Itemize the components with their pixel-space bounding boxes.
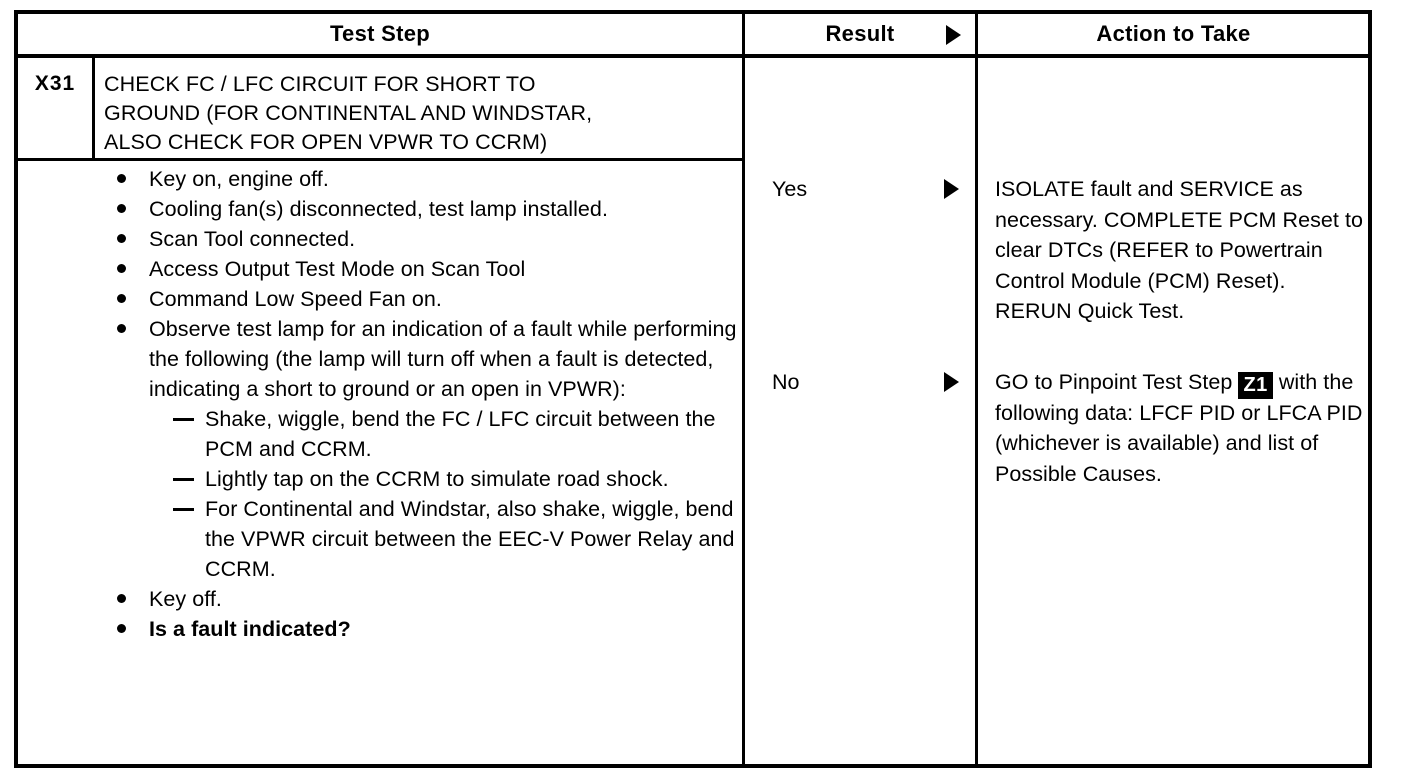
dash-icon [173,478,194,481]
step-title-line: GROUND (FOR CONTINENTAL AND WINDSTAR, [104,101,593,125]
list-item-text: Cooling fan(s) disconnected, test lamp i… [149,197,608,221]
bullet-icon [117,594,126,603]
sub-list-item: Lightly tap on the CCRM to simulate road… [149,464,742,494]
list-item: Key off. [18,584,742,614]
list-item: Access Output Test Mode on Scan Tool [18,254,742,284]
right-triangle-icon [946,25,961,45]
step-title-line: CHECK FC / LFC CIRCUIT FOR SHORT TO [104,72,536,96]
list-item-text: Key off. [149,587,222,611]
bullet-icon [117,324,126,333]
right-triangle-icon [944,372,959,392]
right-triangle-icon [944,179,959,199]
list-item-text: Scan Tool connected. [149,227,356,251]
step-reference-badge[interactable]: Z1 [1238,372,1273,399]
sub-list-item-text: Lightly tap on the CCRM to simulate road… [205,467,669,491]
list-item-text: Observe test lamp for an indication of a… [149,317,737,401]
column-header-result: Result [745,14,975,54]
sub-list-item: For Continental and Windstar, also shake… [149,494,742,584]
step-title: CHECK FC / LFC CIRCUIT FOR SHORT TO GROU… [104,70,734,157]
sub-list-item-text: For Continental and Windstar, also shake… [205,497,735,581]
dash-icon [173,508,194,511]
step-id-divider [92,58,95,158]
instruction-list: Key on, engine off. Cooling fan(s) disco… [18,164,742,644]
column-header-result-label: Result [825,21,895,46]
bullet-icon [117,264,126,273]
list-item: Observe test lamp for an indication of a… [18,314,742,584]
list-item-text: Access Output Test Mode on Scan Tool [149,257,526,281]
column-header-action-to-take: Action to Take [1096,21,1251,46]
bullet-icon [117,624,126,633]
list-item: Scan Tool connected. [18,224,742,254]
list-item: Command Low Speed Fan on. [18,284,742,314]
header-divider [18,54,1368,58]
list-item: Cooling fan(s) disconnected, test lamp i… [18,194,742,224]
column-divider-result [742,14,745,764]
result-label: No [772,370,800,394]
sub-list-item: Shake, wiggle, bend the FC / LFC circuit… [149,404,742,464]
list-item-question: Is a fault indicated? [18,614,742,644]
result-label: Yes [772,177,808,201]
step-title-divider [18,158,742,161]
test-step-body: Key on, engine off. Cooling fan(s) disco… [18,164,742,644]
bullet-icon [117,234,126,243]
action-cell-yes: ISOLATE fault and SERVICE as necessary. … [995,174,1367,327]
step-title-line: ALSO CHECK FOR OPEN VPWR TO CCRM) [104,130,548,154]
bullet-icon [117,294,126,303]
column-divider-action [975,14,978,764]
bullet-icon [117,174,126,183]
action-text-prefix: GO to Pinpoint Test Step [995,370,1239,394]
action-text-suffix: with the following data: LFCF PID or LFC… [995,370,1363,486]
list-item-text: Command Low Speed Fan on. [149,287,442,311]
list-item-text: Key on, engine off. [149,167,329,191]
action-text: ISOLATE fault and SERVICE as necessary. … [995,177,1364,323]
dash-icon [173,418,194,421]
column-header-test-step: Test Step [329,21,431,46]
action-cell-no: GO to Pinpoint Test Step Z1 with the fol… [995,367,1367,489]
list-item-text: Is a fault indicated? [149,617,351,641]
sub-list-item-text: Shake, wiggle, bend the FC / LFC circuit… [205,407,716,461]
sub-instruction-list: Shake, wiggle, bend the FC / LFC circuit… [149,404,742,584]
list-item: Key on, engine off. [18,164,742,194]
bullet-icon [117,204,126,213]
step-id: X31 [34,72,76,95]
pinpoint-test-table: Test Step Result Action to Take X31 CHEC… [14,10,1372,768]
